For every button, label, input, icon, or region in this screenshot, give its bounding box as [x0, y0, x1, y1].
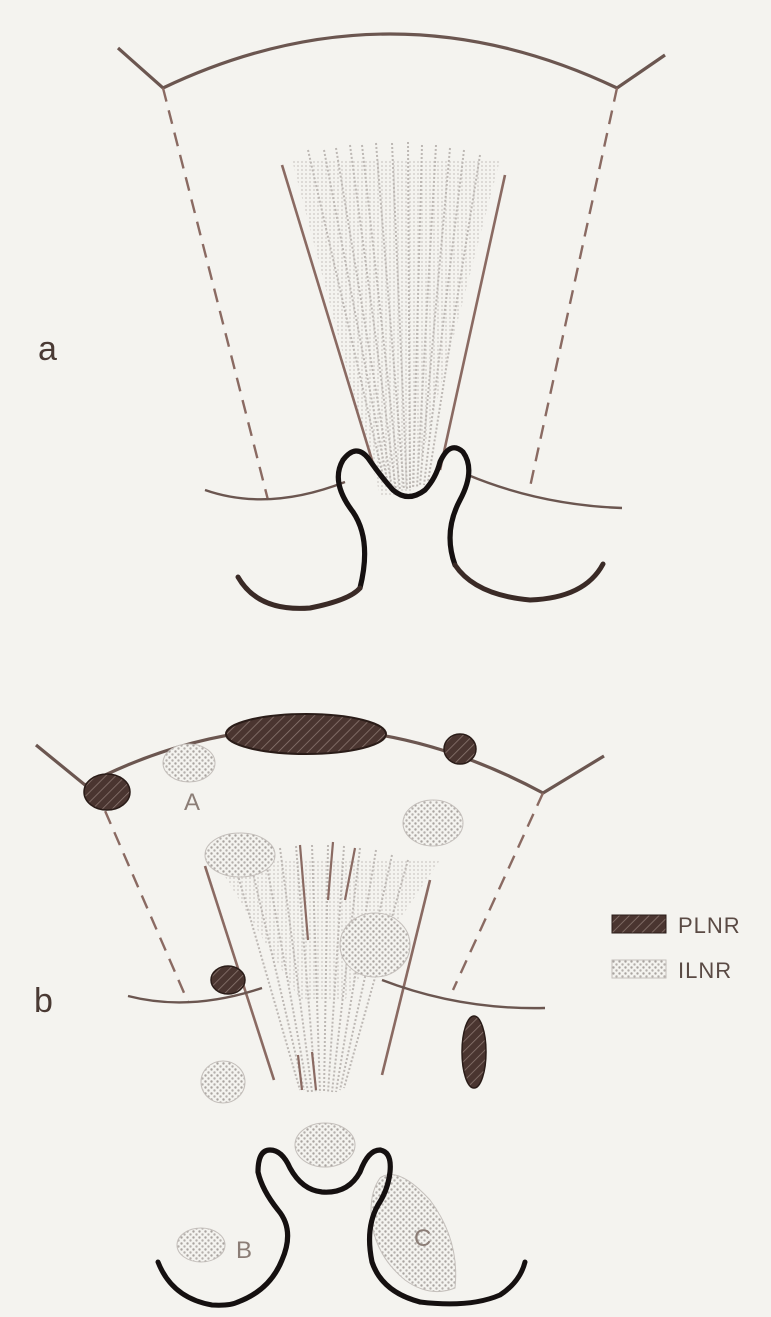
panel-a-left-dashed-boundary — [163, 88, 268, 500]
ilnr-lesion-left-mid — [201, 1061, 245, 1103]
legend-item-ilnr: ILNR — [612, 958, 732, 983]
ilnr-lesion-fan-base — [295, 1123, 355, 1167]
ilnr-lesion-right-upper — [403, 800, 463, 846]
panel-a-right-dashed-boundary — [530, 88, 617, 487]
panel-b-left-lower-hook — [158, 1262, 238, 1305]
plnr-lesion-right-side — [462, 1016, 486, 1088]
ilnr-lesion-fan-right — [340, 913, 410, 977]
panel-b-right-dashed-boundary — [453, 793, 543, 990]
panel-b: A B C — [36, 714, 604, 1305]
panel-b-right-base-curve — [382, 980, 545, 1008]
panel-b-left-dashed-boundary — [96, 790, 188, 1002]
panel-b-left-base-curve — [128, 988, 262, 1002]
legend: PLNR ILNR — [612, 913, 741, 983]
ilnr-lesion-a — [163, 744, 215, 782]
panel-a-fiber-fan — [282, 142, 505, 495]
plnr-lesion-top-right — [444, 734, 476, 764]
panel-b-fiber-fan — [205, 842, 440, 1093]
plnr-lesion-top-left — [84, 774, 130, 810]
panel-a-left-base-curve — [205, 482, 345, 499]
plnr-lesion-top-center — [226, 714, 386, 754]
ilnr-lesion-fan-top-left — [205, 833, 275, 877]
panel-a-right-base-curve — [468, 475, 622, 508]
panel-b-label: b — [34, 982, 53, 1020]
panel-a-right-lower-hook — [455, 564, 603, 600]
plnr-lesion-base-left — [211, 966, 245, 994]
panel-a-top-arc — [118, 34, 665, 88]
legend-swatch-plnr — [612, 915, 666, 933]
region-label-c: C — [414, 1225, 431, 1252]
panel-a-left-lower-hook — [238, 577, 360, 608]
region-label-a: A — [184, 789, 200, 816]
ilnr-lesion-b — [177, 1228, 225, 1262]
legend-item-plnr: PLNR — [612, 913, 741, 938]
legend-swatch-ilnr — [612, 960, 666, 978]
legend-label-plnr: PLNR — [678, 913, 741, 938]
panel-a-label: a — [38, 330, 57, 368]
region-label-b: B — [236, 1237, 252, 1264]
panel-a — [118, 34, 665, 608]
legend-label-ilnr: ILNR — [678, 958, 732, 983]
